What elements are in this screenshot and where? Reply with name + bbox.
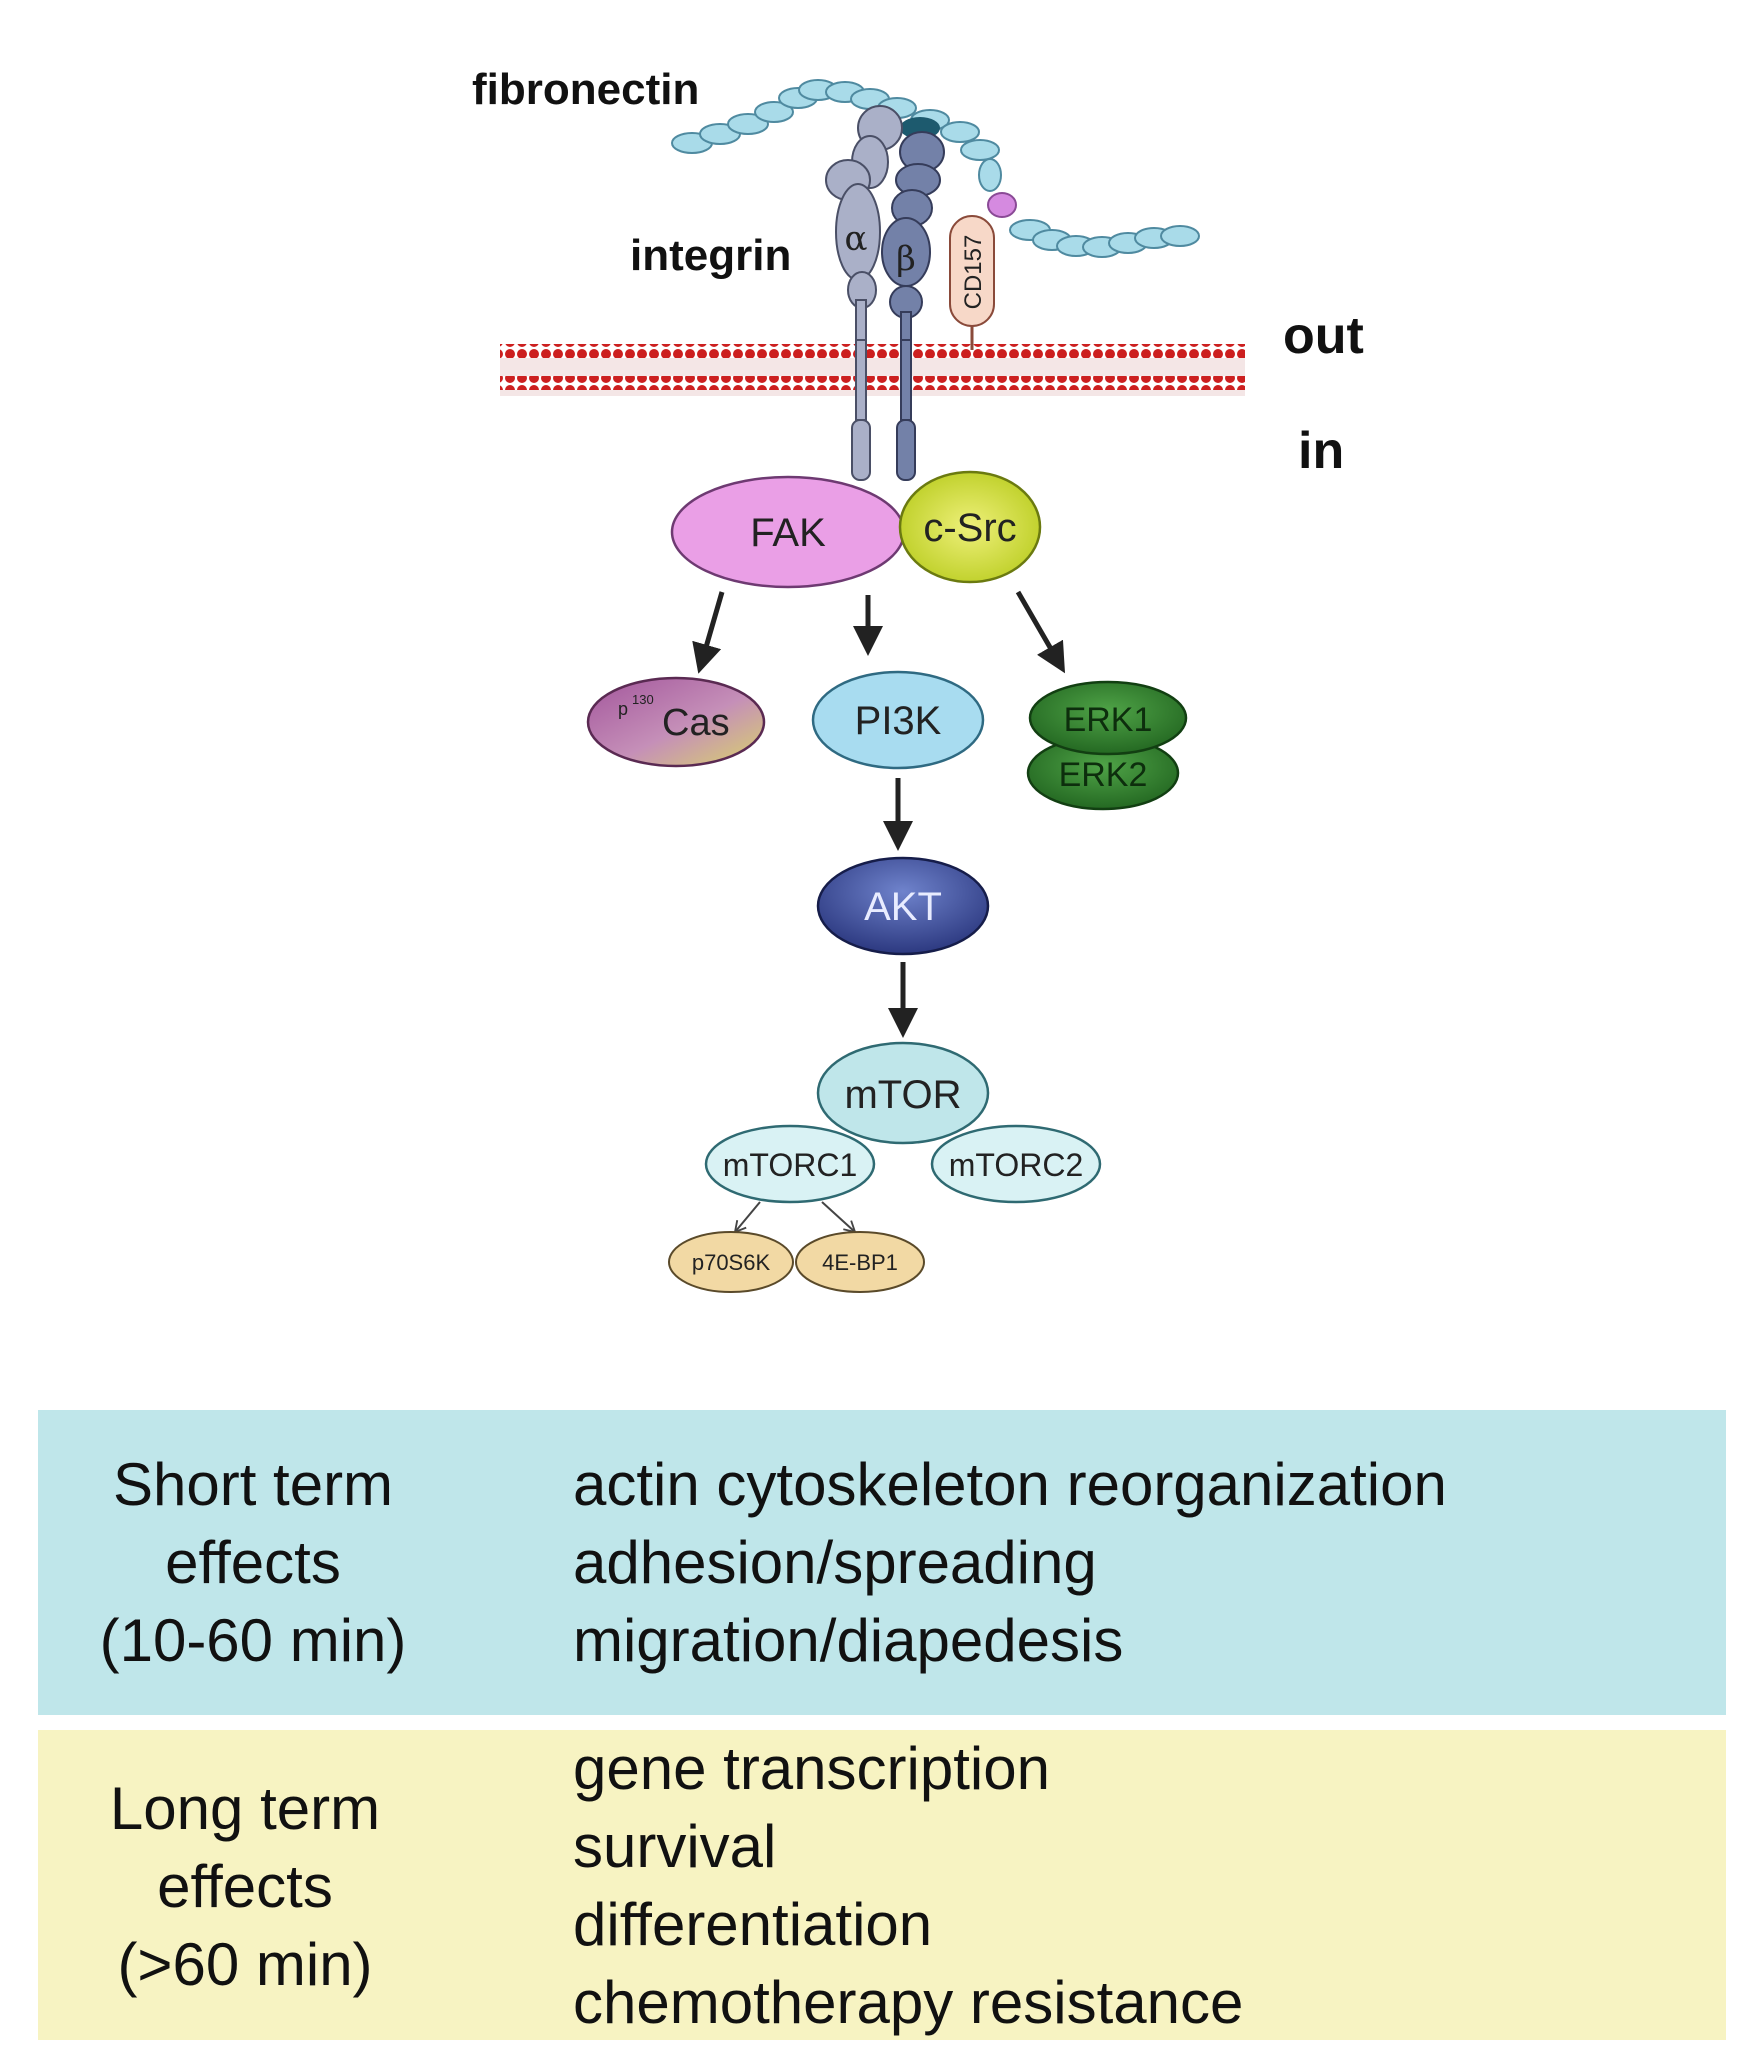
effect-item: survival	[573, 1813, 777, 1880]
p130cas-node	[586, 676, 766, 768]
cd157: CD157	[949, 215, 995, 350]
erk2-label: ERK2	[1059, 756, 1148, 794]
fak-label: FAK	[750, 511, 826, 555]
in-label: in	[1298, 422, 1345, 480]
p70s6k-node	[668, 1231, 794, 1293]
pi3k-label: PI3K	[855, 699, 942, 743]
effect-item: actin cytoskeleton reorganization	[573, 1451, 1447, 1518]
p70s6k-label: p70S6K	[692, 1250, 771, 1275]
integrin-alpha	[825, 105, 903, 481]
arrow-fak-p130cas	[692, 591, 725, 674]
arrow-mtorc1-p70s6k	[733, 1201, 761, 1234]
mtor-label: mTOR	[844, 1073, 961, 1117]
p130cas-superscript: 130	[632, 692, 654, 707]
erk1-label: ERK1	[1064, 701, 1153, 739]
akt-label: AKT	[864, 885, 942, 929]
short-term-heading-line: (10-60 min)	[99, 1607, 407, 1674]
mtorc2-label: mTORC2	[949, 1147, 1084, 1183]
short-term-heading-line: Short term	[112, 1451, 394, 1518]
out-label: out	[1283, 307, 1364, 365]
integrin-beta	[881, 131, 945, 481]
csrc-node	[898, 470, 1042, 584]
cd157-label: CD157	[960, 235, 987, 310]
beta-label: β	[896, 239, 916, 279]
effect-item: chemotherapy resistance	[573, 1969, 1244, 2036]
effect-item: gene transcription	[573, 1735, 1050, 1802]
short-term-heading-line: effects	[165, 1529, 341, 1596]
effect-item: differentiation	[573, 1891, 933, 1958]
mtorc1-node	[704, 1124, 876, 1204]
long-term-effects-panel: Long term effects (>60 min) gene transcr…	[38, 1730, 1726, 2040]
short-term-heading: Short term effects (10-60 min)	[38, 1446, 468, 1680]
erk1-node	[1028, 680, 1188, 756]
arrow-mtorc1-4ebp1	[821, 1201, 857, 1234]
signaling-diagram: α β CD157 FAK c-Src p 130 Cas PI3K ERK2 …	[500, 79, 1245, 1293]
fibronectin-chain	[671, 79, 1200, 258]
4ebp1-label: 4E-BP1	[822, 1250, 898, 1275]
p130cas-label: Cas	[662, 702, 730, 744]
mtor-node	[816, 1041, 990, 1145]
fibronectin-cd157-site	[987, 192, 1017, 218]
mtorc2-node	[930, 1124, 1102, 1204]
long-term-heading-line: (>60 min)	[117, 1931, 373, 1998]
cell-membrane	[500, 344, 1245, 396]
fibronectin-label: fibronectin	[472, 65, 700, 114]
pi3k-node	[811, 670, 985, 770]
p130cas-prefix: p	[618, 699, 628, 719]
short-term-effects-panel: Short term effects (10-60 min) actin cyt…	[38, 1410, 1726, 1715]
long-term-heading-line: Long term	[109, 1775, 381, 1842]
effect-item: adhesion/spreading	[573, 1529, 1097, 1596]
long-term-heading: Long term effects (>60 min)	[30, 1770, 460, 2004]
effect-item: migration/diapedesis	[573, 1607, 1124, 1674]
arrow-csrc-erk	[1015, 590, 1066, 674]
alpha-label: α	[845, 219, 868, 259]
long-term-heading-line: effects	[157, 1853, 333, 1920]
4ebp1-node	[795, 1231, 925, 1293]
csrc-label: c-Src	[923, 506, 1016, 550]
akt-node	[816, 856, 990, 956]
mtorc1-label: mTORC1	[723, 1147, 858, 1183]
integrin-label: integrin	[630, 231, 792, 280]
